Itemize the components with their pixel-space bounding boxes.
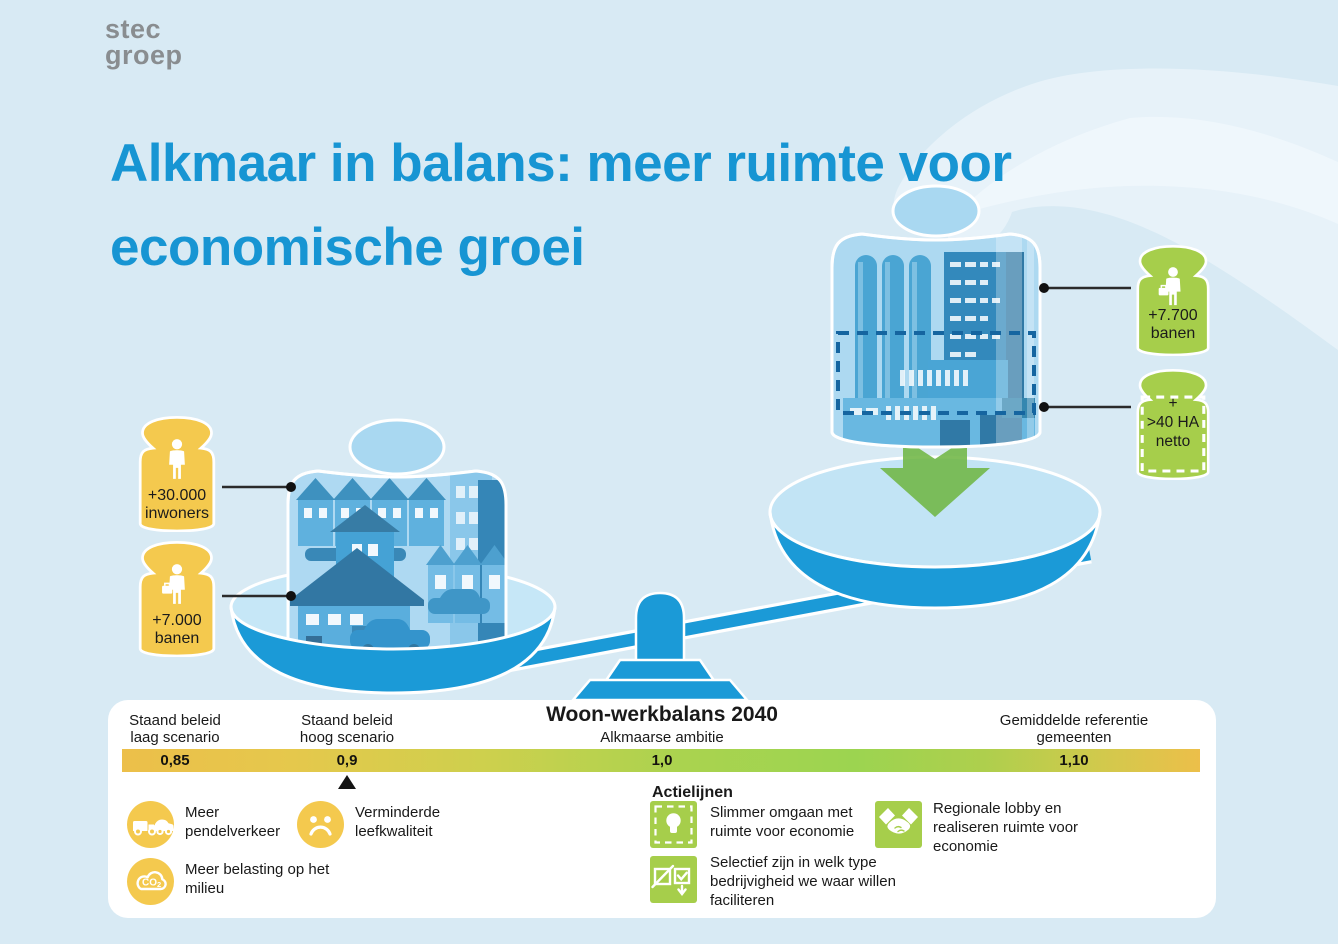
svg-text:CO2: CO2 [142, 878, 161, 890]
negative-item-text: Verminderde leefkwaliteit [355, 804, 441, 840]
industry-cityscape [832, 234, 1040, 447]
dashed-area-icon [1140, 395, 1206, 473]
title-line1: Alkmaar in balans: meer ruimte voor [110, 134, 1012, 193]
weight-hectare-netto: + >40 HA netto [1129, 367, 1217, 480]
scale-label-referentie-gemeenten: Gemiddelde referentie gemeenten [999, 712, 1149, 746]
action-item-text: Regionale lobby en realiseren ruimte voo… [933, 800, 1079, 855]
scale-label-alkmaarse-ambitie: Alkmaarse ambitie [600, 729, 724, 746]
left-bell-jar [286, 418, 508, 664]
page-title: Alkmaar in balans: meer ruimte voor econ… [110, 122, 1012, 290]
commuter-traffic-icon [127, 801, 174, 848]
scale-value: 0,85 [160, 752, 190, 769]
scale-label-laag-scenario: Staand beleid laag scenario [129, 712, 221, 746]
left-pan [229, 418, 557, 695]
negative-item-text: Meer pendelverkeer [185, 804, 281, 840]
logo-line1: stec [105, 14, 162, 44]
panel-title: Woon-werkbalans 2040 [546, 703, 778, 726]
right-bell-jar [830, 184, 1042, 449]
hand-silhouette [893, 68, 1338, 350]
actions-title: Actielijnen [652, 784, 733, 801]
co2-cloud-icon: CO2 [127, 858, 174, 905]
balance-gradient-bar: 0,85 0,9 1,0 1,10 [122, 749, 1200, 772]
handshake-icon [875, 801, 922, 848]
action-item-text: Slimmer omgaan met ruimte voor economie [710, 804, 855, 840]
left-pan-bowl [229, 606, 557, 695]
scale-value: 1,10 [1059, 752, 1089, 769]
fulcrum [570, 591, 750, 702]
connector-dots [286, 283, 1049, 601]
housing-cityscape [288, 471, 506, 662]
logo-line2: groep [105, 40, 183, 70]
scale-value: 0,9 [336, 752, 358, 769]
expansion-dashed-outline [836, 331, 1036, 415]
right-pan-bowl [768, 511, 1102, 610]
selective-choice-icon [650, 856, 697, 903]
title-line2: economische groei [110, 218, 585, 277]
weight-label: + >40 HA netto [1146, 395, 1200, 451]
lightbulb-icon [650, 801, 697, 848]
scale-marker-triangle [338, 775, 356, 789]
worker-icon [1158, 266, 1181, 305]
balance-panel: Woon-werkbalans 2040 Staand beleid laag … [108, 700, 1216, 918]
right-pan [768, 438, 1102, 610]
scale-label-hoog-scenario: Staand beleid hoog scenario [299, 712, 395, 746]
sad-face-icon [297, 801, 344, 848]
connector-lines [222, 286, 1131, 598]
action-item-text: Selectief zijn in welk type bedrijvighei… [710, 854, 896, 909]
silo-icons [855, 255, 931, 435]
worker-icon [162, 563, 185, 604]
negative-item-text: Meer belasting op het milieu [185, 861, 330, 897]
person-icon [169, 438, 185, 479]
scale-value: 1,0 [651, 752, 673, 769]
stec-groep-logo: stec groep [105, 14, 183, 70]
growth-arrow-icon [880, 438, 990, 517]
